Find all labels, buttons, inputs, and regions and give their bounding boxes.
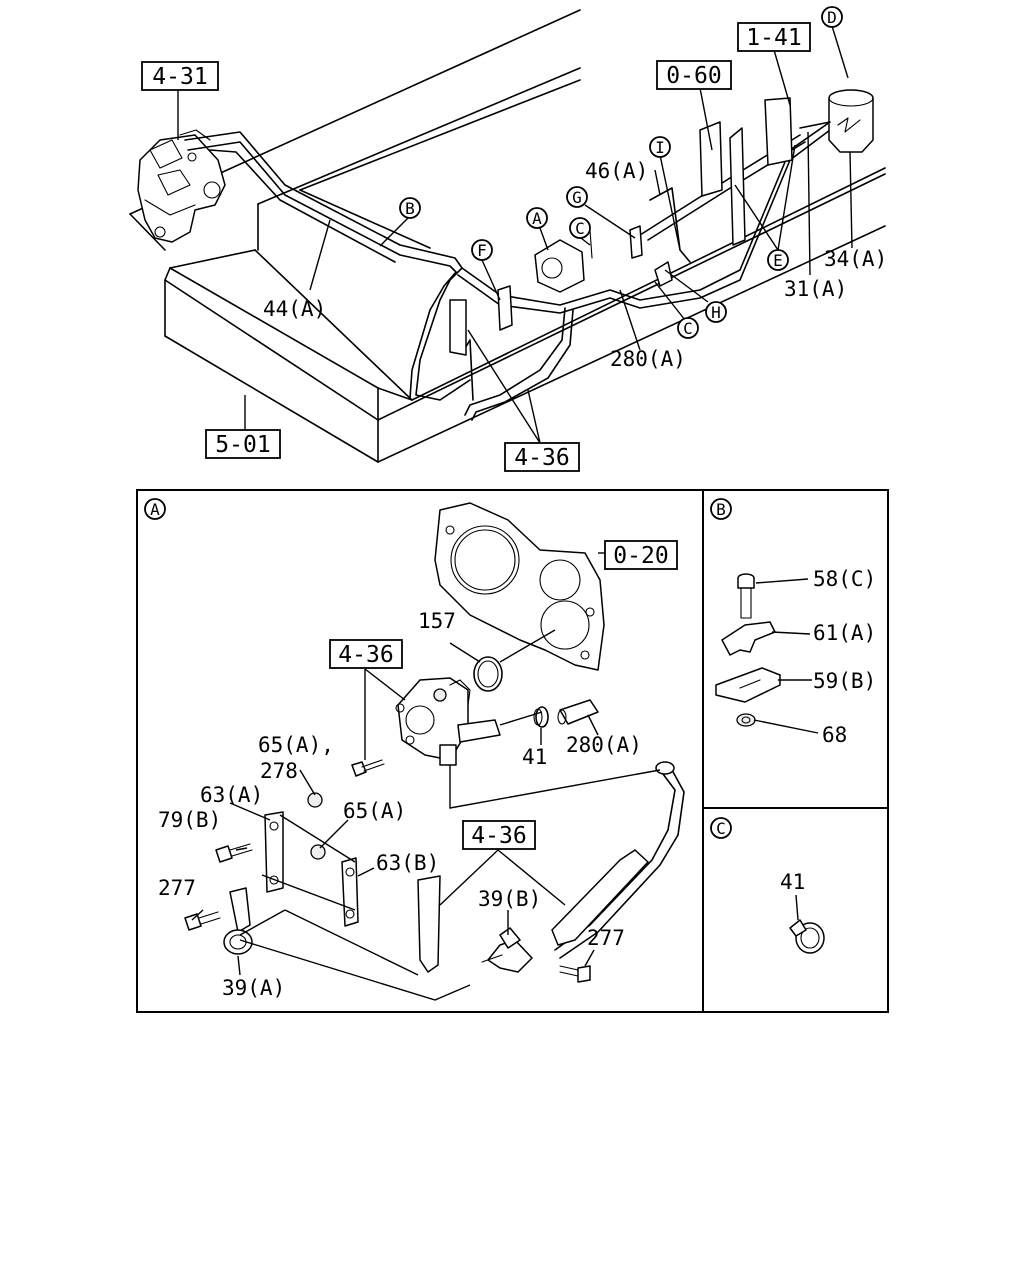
clip-61a	[721, 621, 776, 656]
bolt-277-left	[184, 911, 221, 931]
clamp-39b	[499, 927, 521, 949]
detail-b-tag-text: B	[716, 500, 726, 519]
part-label-39b: 39(B)	[478, 887, 541, 911]
detail-a-leaders	[191, 552, 661, 1001]
bracket-63b	[341, 857, 359, 927]
part-label-277-left: 277	[158, 876, 196, 900]
part-label-41-detail-a: 41	[522, 745, 547, 769]
ref-box-1-41[interactable]: 1-41	[737, 22, 811, 52]
ref-box-4-31-text: 4-31	[152, 64, 207, 90]
ref-box-4-36-detail-upper-text: 4-36	[338, 642, 393, 668]
ref-box-5-01-text: 5-01	[215, 432, 270, 458]
bolt-58c	[737, 573, 755, 619]
bracket-tall	[417, 875, 441, 973]
callout-f-text: F	[477, 241, 487, 260]
hose-clamp-41	[789, 894, 825, 954]
ref-box-0-60[interactable]: 0-60	[656, 60, 732, 90]
power-steering-gearbox	[137, 129, 226, 243]
clamp-39a	[223, 887, 253, 955]
part-label-41-detail-c: 41	[780, 870, 805, 894]
part-label-65a: 65(A)	[343, 799, 406, 823]
hose-280a-detail	[557, 699, 599, 725]
part-label-46a: 46(A)	[585, 159, 648, 183]
part-label-34a: 34(A)	[824, 247, 887, 271]
callout-c-upper[interactable]: C	[569, 217, 591, 239]
part-label-277-right: 277	[587, 926, 625, 950]
ref-box-0-20[interactable]: 0-20	[604, 540, 678, 570]
detail-c-tag: C	[710, 817, 732, 839]
callout-d-text: D	[827, 8, 837, 27]
callout-h-text: H	[711, 303, 721, 322]
bracket-63a	[264, 811, 284, 893]
part-label-280a: 280(A)	[610, 347, 686, 371]
callout-a[interactable]: A	[526, 207, 548, 229]
callout-c-lower-text: C	[683, 319, 693, 338]
bolt-65a-278	[351, 759, 385, 777]
part-label-61a: 61(A)	[813, 621, 876, 645]
callout-a-text: A	[532, 209, 542, 228]
ref-box-4-36-detail-lower[interactable]: 4-36	[462, 820, 536, 850]
pipe-detail-a	[481, 761, 685, 973]
nut-68	[736, 713, 756, 727]
part-label-278: 278	[260, 759, 298, 783]
callout-b[interactable]: B	[399, 197, 421, 219]
callout-i-text: I	[655, 138, 665, 157]
o-ring-157	[473, 656, 503, 692]
part-label-79b: 79(B)	[158, 808, 221, 832]
callout-e-text: E	[773, 251, 783, 270]
part-label-68: 68	[822, 723, 847, 747]
part-label-39a: 39(A)	[222, 976, 285, 1000]
gear-housing-plate	[434, 502, 605, 671]
callout-i[interactable]: I	[649, 136, 671, 158]
ref-box-4-36[interactable]: 4-36	[504, 442, 580, 472]
part-label-44a: 44(A)	[263, 297, 326, 321]
detail-b-tag: B	[710, 498, 732, 520]
nut-278	[307, 792, 323, 808]
callout-c-upper-text: C	[575, 219, 585, 238]
part-label-31a: 31(A)	[784, 277, 847, 301]
part-label-63a: 63(A)	[200, 783, 263, 807]
part-label-157: 157	[418, 609, 456, 633]
callout-c-lower[interactable]: C	[677, 317, 699, 339]
part-label-59b: 59(B)	[813, 669, 876, 693]
chassis-frame	[129, 9, 886, 463]
detail-a-tag-text: A	[150, 500, 160, 519]
part-label-58c: 58(C)	[813, 567, 876, 591]
bracket-59b	[715, 667, 781, 703]
clamp-41-detail-a	[533, 706, 549, 728]
callout-f[interactable]: F	[471, 239, 493, 261]
ref-box-0-60-text: 0-60	[666, 63, 721, 89]
detail-b-leaders	[753, 578, 819, 734]
ref-box-4-36-detail-lower-text: 4-36	[471, 823, 526, 849]
callout-d[interactable]: D	[821, 6, 843, 28]
part-label-63b: 63(B)	[376, 851, 439, 875]
ref-box-1-41-text: 1-41	[746, 25, 801, 51]
oil-reservoir-tank	[799, 89, 874, 153]
detail-c-tag-text: C	[716, 819, 726, 838]
bolt-277-right	[559, 965, 591, 983]
oil-pump-overview	[534, 224, 593, 293]
ref-box-4-36-detail-upper[interactable]: 4-36	[329, 639, 403, 669]
callout-h[interactable]: H	[705, 301, 727, 323]
brackets-overview	[449, 97, 793, 356]
ref-box-0-20-text: 0-20	[613, 543, 668, 569]
detail-frame	[136, 489, 889, 1013]
part-label-280a-detail: 280(A)	[566, 733, 642, 757]
bolt-79b	[215, 843, 253, 863]
oil-pump-detail	[395, 677, 501, 766]
callout-b-text: B	[405, 199, 415, 218]
ref-box-5-01[interactable]: 5-01	[205, 429, 281, 459]
part-label-65a-comma: 65(A),	[258, 733, 334, 757]
ref-box-4-31[interactable]: 4-31	[141, 61, 219, 91]
callout-e[interactable]: E	[767, 249, 789, 271]
nut-65a	[310, 844, 326, 860]
callout-g[interactable]: G	[566, 186, 588, 208]
callout-g-text: G	[572, 188, 582, 207]
ref-box-4-36-text: 4-36	[514, 445, 569, 471]
detail-a-tag: A	[144, 498, 166, 520]
